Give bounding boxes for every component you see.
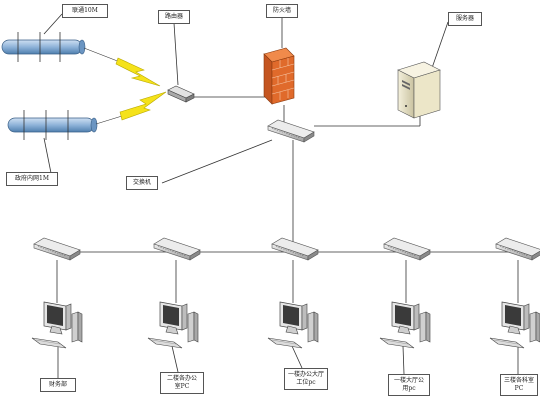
access-switch-icon (33, 237, 81, 261)
firewall-icon (263, 47, 295, 105)
pc-floor1-office-label: 一楼办公大厅 工位pc (284, 368, 328, 390)
access-switch-icon (495, 237, 540, 261)
pc-floor3-label: 三楼各科室 PC (500, 374, 538, 396)
core-switch-label: 交换机 (126, 176, 158, 190)
router-label: 路由器 (158, 10, 190, 24)
pc-finance-label: 财务部 (40, 378, 76, 392)
gov-intranet-label: 政府内网1M (6, 172, 58, 186)
pc-icon (31, 301, 83, 349)
isp-link-label: 联通10M (62, 4, 108, 18)
pc-icon (489, 301, 540, 349)
gov-intranet-cable (7, 110, 98, 140)
isp-cable (1, 32, 86, 62)
router-icon (167, 85, 195, 103)
pc-icon (147, 301, 199, 349)
access-switch-icon (271, 237, 319, 261)
pc-floor1-hall-label: 一楼大厅公 用pc (388, 374, 430, 396)
firewall-label: 防火墙 (266, 4, 298, 18)
connection-lines (43, 13, 519, 378)
wan-link-lightning-bottom (95, 91, 167, 125)
server-icon (397, 61, 441, 119)
pc-icon (267, 301, 319, 349)
access-switch-icon (153, 237, 201, 261)
server-label: 服务器 (448, 12, 482, 26)
pc-icon (379, 301, 431, 349)
pc-floor2-label: 二楼各办公 室PC (160, 372, 204, 394)
wan-link-lightning-top (83, 47, 161, 87)
access-switch-icon (383, 237, 431, 261)
core-switch-icon (267, 119, 315, 143)
